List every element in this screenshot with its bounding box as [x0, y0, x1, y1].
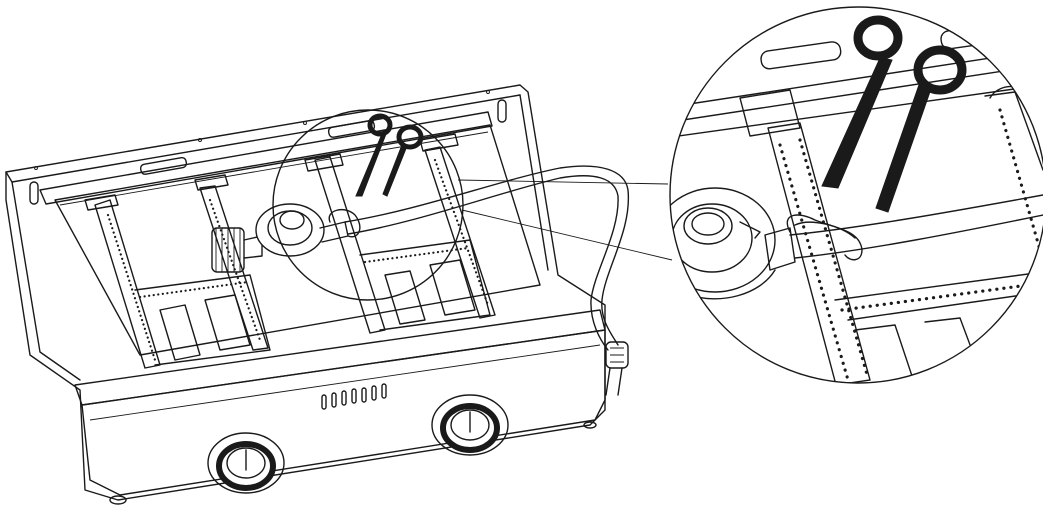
gas-hose: [344, 165, 630, 396]
control-knob-right: [431, 394, 509, 456]
vent-slots: [321, 383, 387, 410]
stove-illustration: [5, 84, 673, 505]
detail-zoom: [669, 6, 1043, 384]
scissors-icon-large: [821, 15, 967, 213]
scissors-icon: [355, 113, 424, 197]
control-knob-left: [207, 432, 285, 494]
cable-tie: [328, 208, 361, 238]
gas-regulator: [211, 203, 349, 273]
detail-magnifier: [272, 109, 673, 301]
